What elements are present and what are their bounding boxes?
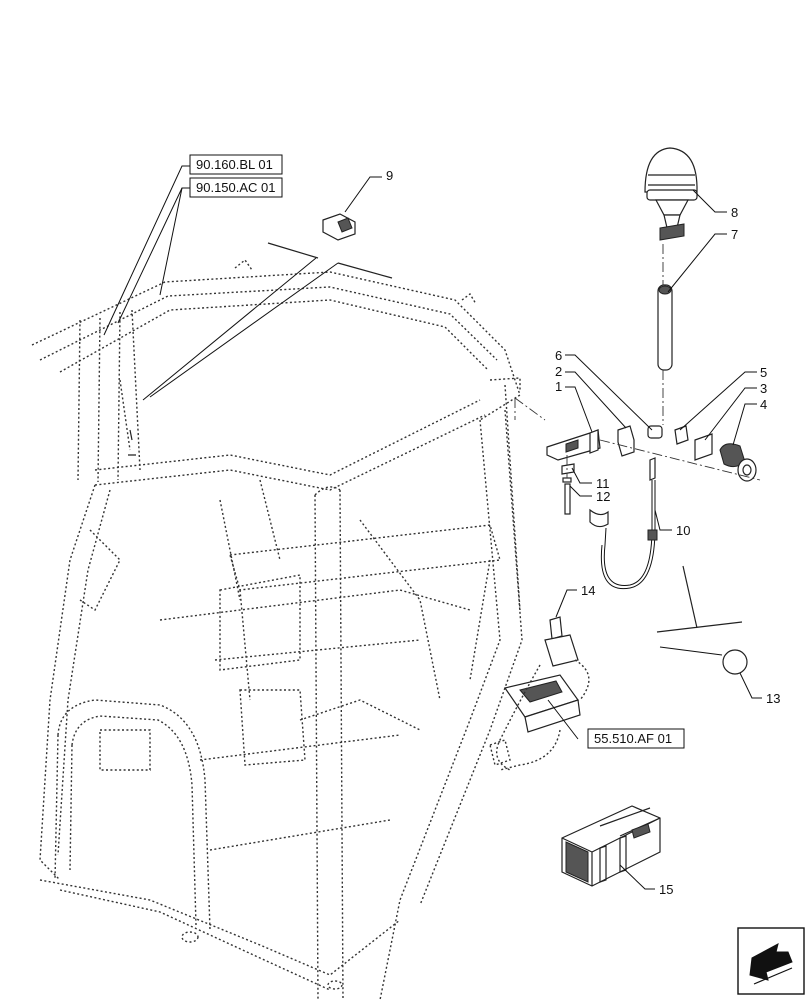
ref-box-90150 [189, 177, 283, 198]
callout-14: 14 [581, 583, 595, 598]
bracket-assembly [514, 397, 761, 515]
callout-6: 6 [555, 348, 562, 363]
callout-11: 11 [596, 476, 610, 491]
leader-lines [103, 165, 762, 890]
callout-7: 7 [731, 227, 738, 242]
ref-box-90160 [189, 154, 283, 175]
ref-90-160-bl-01: 90.160.BL 01 [196, 157, 273, 172]
ref-box-55510 [587, 728, 685, 749]
callout-15: 15 [659, 882, 673, 897]
cab-frame [31, 258, 523, 1000]
callout-12: 12 [596, 489, 610, 504]
callout-8: 8 [731, 205, 738, 220]
part-9-switch [322, 213, 356, 241]
callout-10: 10 [676, 523, 690, 538]
part-7-pole [657, 244, 673, 425]
callout-2: 2 [555, 364, 562, 379]
callout-3: 3 [760, 381, 767, 396]
callout-4: 4 [760, 397, 767, 412]
callout-9: 9 [386, 168, 393, 183]
ref-55-510-af-01: 55.510.AF 01 [594, 731, 672, 746]
construction-lines [142, 242, 393, 401]
callout-5: 5 [760, 365, 767, 380]
callout-labels: 9 8 7 6 2 1 5 3 4 11 12 10 14 13 15 [386, 168, 780, 897]
reference-labels: 90.160.BL 01 90.150.AC 01 55.510.AF 01 [189, 154, 685, 749]
part-14-module [489, 616, 590, 771]
part-10-cable [589, 457, 658, 590]
part-8-beacon [644, 147, 698, 241]
part-15-crate [561, 805, 661, 887]
ref-90-150-ac-01: 90.150.AC 01 [196, 180, 276, 195]
callout-13: 13 [766, 691, 780, 706]
back-arrow-icon[interactable] [737, 927, 805, 995]
part-13 [656, 565, 748, 675]
callout-1: 1 [555, 379, 562, 394]
